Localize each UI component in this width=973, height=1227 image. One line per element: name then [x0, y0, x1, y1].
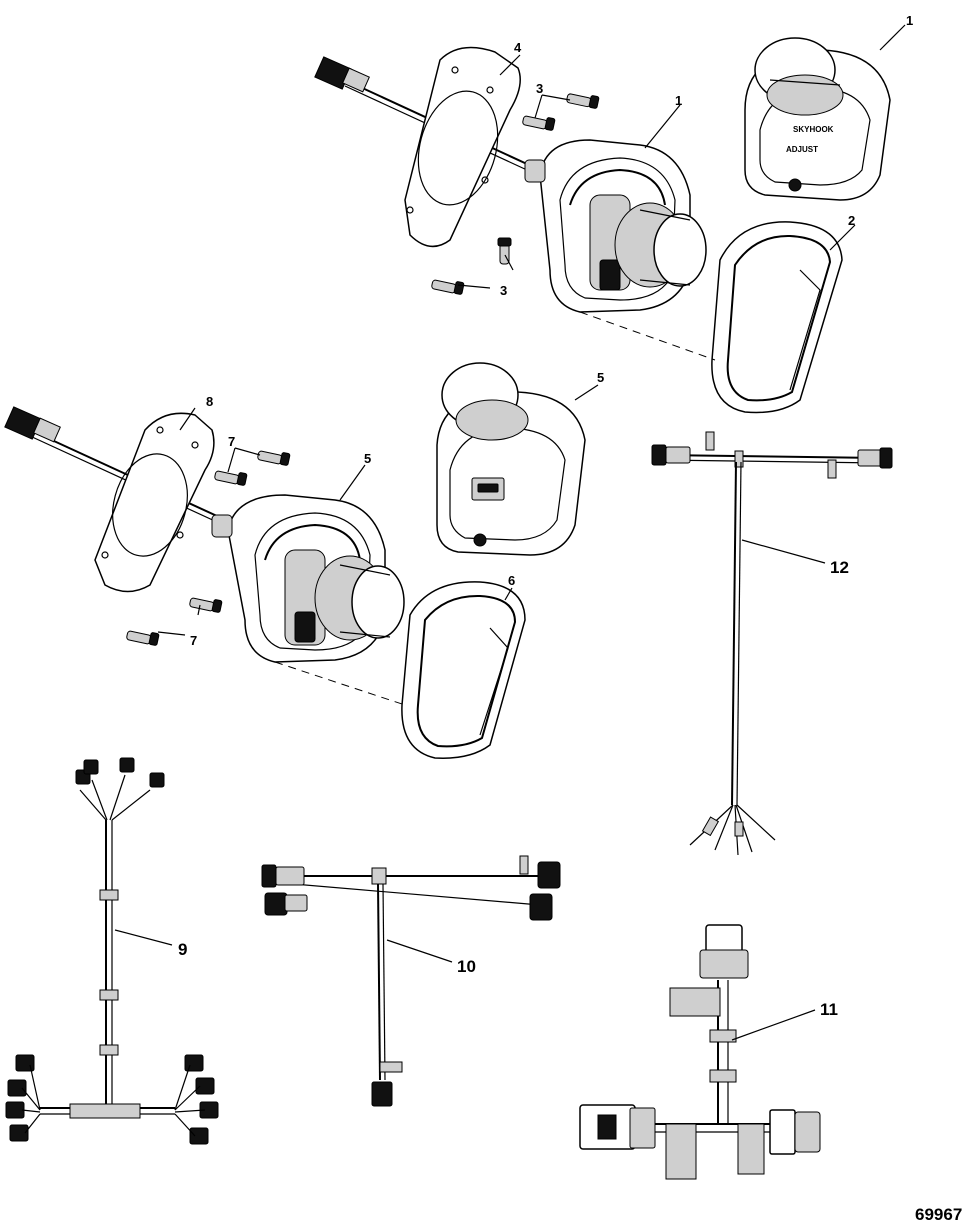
lower-gasket — [94, 412, 215, 593]
lower-joystick-assembly — [4, 362, 586, 759]
callout-3-a: 3 — [536, 81, 543, 96]
callout-1-a: 1 — [675, 93, 682, 108]
figure-id: 69967 — [915, 1205, 962, 1224]
callout-7-a: 7 — [228, 434, 235, 449]
callout-3-b: 3 — [500, 283, 507, 298]
harness-11 — [579, 924, 821, 1180]
middle-helm-unit — [436, 362, 586, 556]
callout-10: 10 — [457, 957, 476, 976]
upper-helm-unit — [524, 139, 707, 313]
callout-6: 6 — [508, 573, 515, 588]
upper-gasket — [404, 46, 521, 248]
harness-9 — [5, 757, 219, 1145]
upper-cover — [711, 221, 843, 414]
callout-labels: 4 3 1 1 2 3 8 7 5 5 6 7 9 10 11 12 — [178, 13, 913, 1019]
callout-5-a: 5 — [364, 451, 371, 466]
leader-lines — [114, 24, 906, 1041]
lower-helm-unit — [211, 494, 405, 663]
callout-7-b: 7 — [190, 633, 197, 648]
callout-11: 11 — [820, 1000, 838, 1019]
callout-5-b: 5 — [597, 370, 604, 385]
keypad-label: SKYHOOK — [793, 125, 834, 134]
lower-cover — [401, 581, 526, 759]
callout-12: 12 — [830, 558, 849, 577]
lower-screws — [126, 450, 291, 646]
callout-1-b: 1 — [906, 13, 913, 28]
callout-2: 2 — [848, 213, 855, 228]
harness-10 — [261, 855, 561, 1107]
upper-joystick-assembly: SKYHOOK ADJUST — [314, 37, 891, 414]
callout-4: 4 — [514, 40, 522, 55]
adjust-label: ADJUST — [786, 145, 818, 154]
harness-12 — [651, 431, 893, 856]
callout-8: 8 — [206, 394, 213, 409]
upper-screws — [431, 93, 600, 295]
top-right-helm-unit: SKYHOOK ADJUST — [744, 37, 891, 201]
callout-9: 9 — [178, 940, 187, 959]
